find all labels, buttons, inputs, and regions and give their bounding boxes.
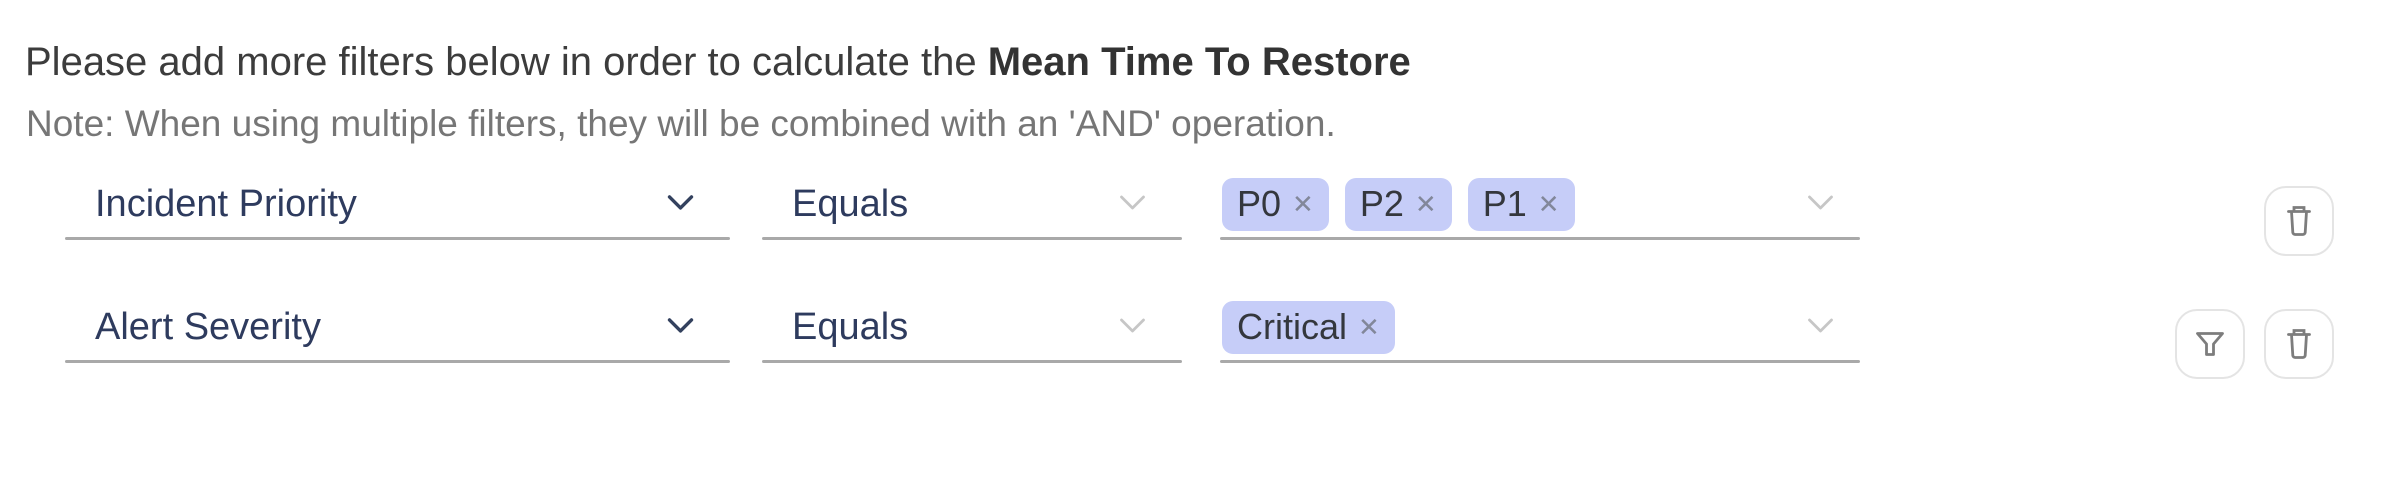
trash-icon [2283,204,2315,238]
operator-select[interactable]: Equals [762,291,1182,363]
values-multiselect[interactable]: P0 ✕ P2 ✕ P1 ✕ [1220,168,1860,240]
trash-icon [2283,327,2315,361]
value-tag: Critical ✕ [1222,300,1395,354]
filters-note: Note: When using multiple filters, they … [26,103,1336,144]
value-tag: P0 ✕ [1222,177,1329,231]
value-tags: P0 ✕ P2 ✕ P1 ✕ [1222,177,1575,231]
title-metric: Mean Time To Restore [987,40,1411,84]
attribute-select-value: Incident Priority [95,182,357,225]
remove-tag-icon[interactable]: ✕ [1358,313,1380,343]
chevron-down-icon [667,194,694,211]
page-title: Please add more filters below in order t… [25,38,2408,86]
filter-button[interactable] [2175,309,2245,379]
filter-row: Incident Priority Equals P0 ✕ P2 ✕ P1 ✕ [65,152,2408,256]
value-tag: P2 ✕ [1344,177,1452,231]
remove-tag-icon[interactable]: ✕ [1414,190,1437,220]
operator-select[interactable]: Equals [762,168,1182,240]
chevron-down-icon [1119,194,1146,211]
title-prefix: Please add more filters below in order t… [25,40,988,84]
remove-tag-icon[interactable]: ✕ [1292,190,1314,220]
funnel-icon [2194,330,2226,358]
delete-button[interactable] [2264,309,2334,379]
filter-rows: Incident Priority Equals P0 ✕ P2 ✕ P1 ✕ [65,152,2408,379]
remove-tag-icon[interactable]: ✕ [1537,190,1560,220]
operator-select-value: Equals [792,182,909,225]
attribute-select[interactable]: Alert Severity [65,291,730,363]
attribute-select-value: Alert Severity [95,305,321,348]
attribute-select[interactable]: Incident Priority [65,168,730,240]
tag-label: Critical [1237,306,1348,347]
filter-row: Alert Severity Equals Critical ✕ [65,275,2408,379]
chevron-down-icon [667,317,694,334]
value-tag: P1 ✕ [1467,177,1575,231]
tag-label: P1 [1482,183,1527,224]
tag-label: P0 [1237,183,1282,224]
value-tags: Critical ✕ [1222,300,1395,354]
delete-button[interactable] [2264,186,2334,256]
operator-select-value: Equals [792,305,909,348]
values-multiselect[interactable]: Critical ✕ [1220,291,1860,363]
chevron-down-icon [1807,194,1834,211]
tag-label: P2 [1359,183,1404,224]
chevron-down-icon [1807,317,1834,334]
row-actions [2175,309,2334,379]
row-actions [2264,186,2334,256]
chevron-down-icon [1119,317,1146,334]
